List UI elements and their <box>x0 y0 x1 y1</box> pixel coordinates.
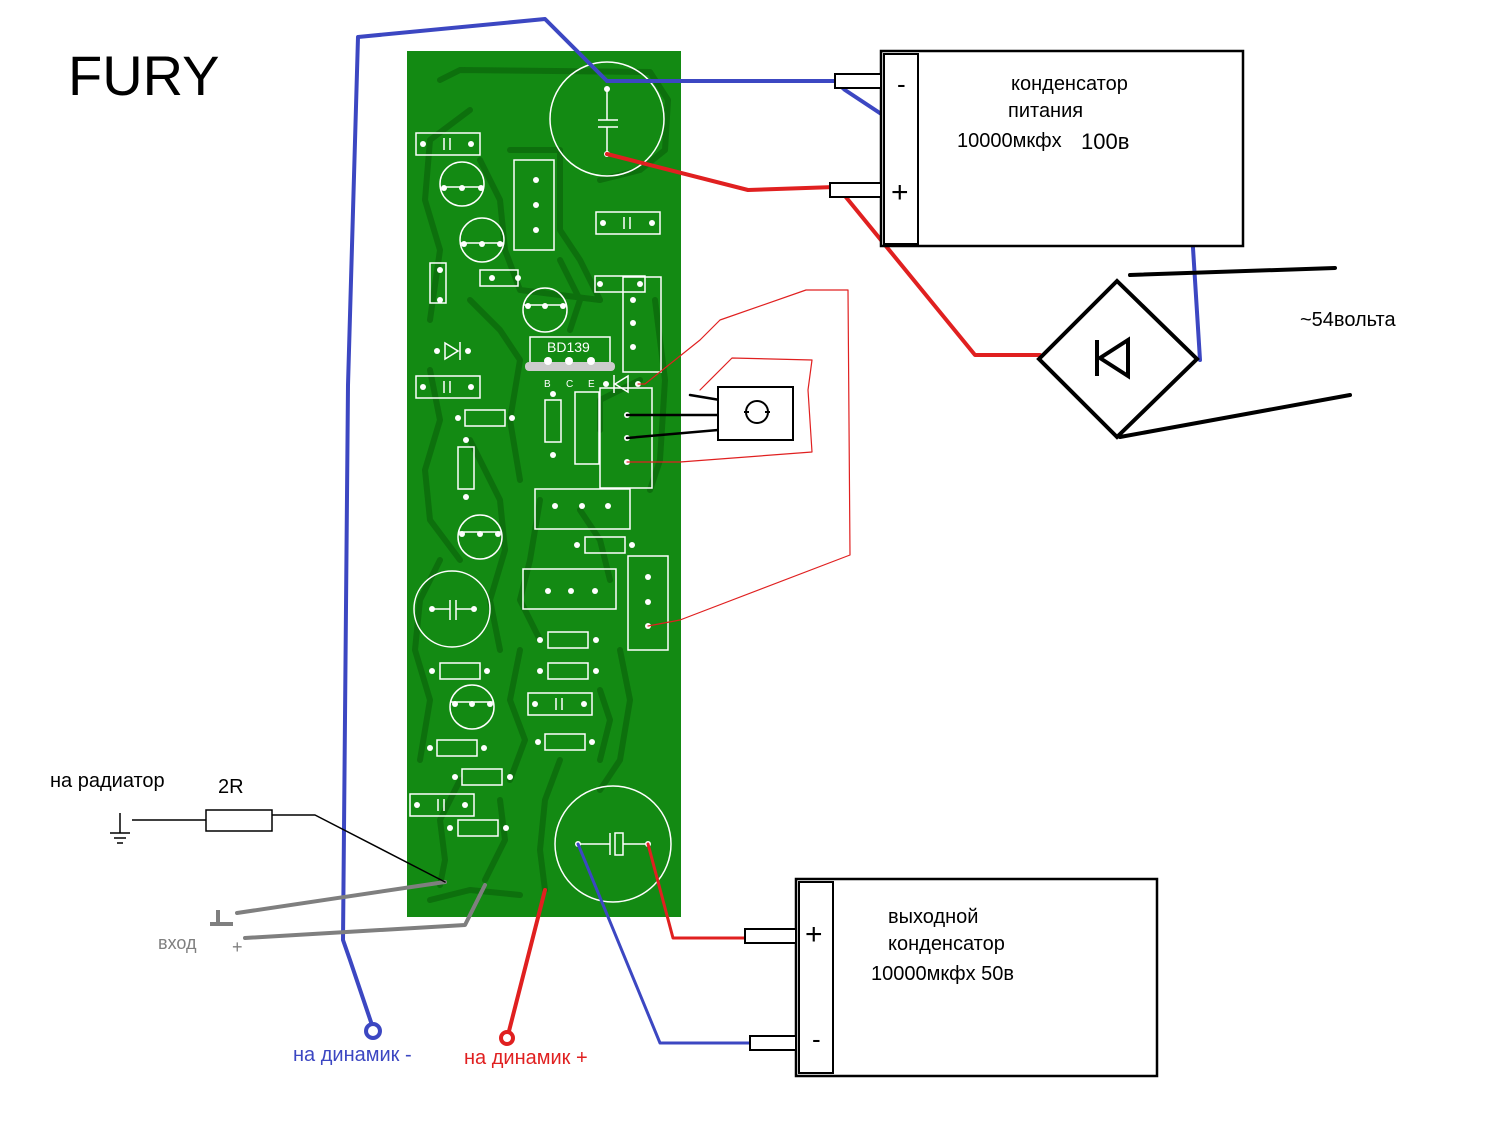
output-capacitor: + - выходной конденсатор 10000мкфх 50в <box>744 877 1159 1078</box>
heatsink-resistor: на радиатор 2R <box>50 770 273 844</box>
pin-c-label: C <box>566 379 573 390</box>
red-speaker-plus-wire <box>506 888 547 1037</box>
input-connector: вход + <box>158 910 243 957</box>
blue-output-minus-wire <box>576 842 752 1045</box>
ac-wire-top <box>1128 266 1337 277</box>
power-cap-line2: питания <box>1008 100 1083 122</box>
red-output-plus-wire <box>646 842 747 940</box>
output-cap-value: 10000мкфх 50в <box>871 963 1014 985</box>
input-plus-label: + <box>232 937 243 957</box>
gray-input-ground-wire <box>235 880 447 915</box>
bd139-transistor: BD139 B C E <box>525 336 615 390</box>
input-label: вход <box>158 933 197 953</box>
ac-input-label: ~54вольта <box>1300 309 1396 331</box>
ac-wire-bottom <box>1118 393 1352 439</box>
output-cap-line1: выходной <box>888 906 978 928</box>
bias-transistor <box>717 386 794 441</box>
blue-ground-wire <box>341 17 609 1030</box>
power-capacitor: - + конденсатор питания 10000мкфх 100в <box>829 49 1245 248</box>
pcb-components <box>409 61 672 903</box>
speaker-plus-terminal <box>499 1030 515 1046</box>
heatsink-label: на радиатор <box>50 770 165 792</box>
resistor-label: 2R <box>218 776 244 798</box>
pin-b-label: B <box>544 379 551 390</box>
output-cap-plus-sign: + <box>805 918 823 951</box>
pcb-pads <box>414 86 655 847</box>
speaker-minus-terminal <box>364 1022 382 1040</box>
speaker-terminals: на динамик - на динамик + <box>293 1022 588 1069</box>
power-cap-plus-sign: + <box>891 176 909 209</box>
bd139-label: BD139 <box>547 339 590 355</box>
output-cap-minus-sign: - <box>812 1024 821 1054</box>
black-heatsink-wire <box>271 814 446 883</box>
thermo-lead-3 <box>688 393 722 402</box>
power-cap-voltage: 100в <box>1081 129 1129 154</box>
diagram-title: FURY <box>68 44 219 107</box>
thin-red-wire-2 <box>626 357 813 463</box>
pin-e-label: E <box>588 379 595 390</box>
thermo-lead-2 <box>625 428 720 440</box>
speaker-minus-label: на динамик - <box>293 1044 412 1066</box>
wires <box>235 17 1352 1045</box>
power-cap-line1: конденсатор <box>1011 73 1128 95</box>
pcb-board: BD139 B C E <box>407 51 681 917</box>
pcb-traces <box>412 67 671 903</box>
diode-bridge <box>1036 278 1200 440</box>
power-cap-minus-sign: - <box>897 69 906 99</box>
output-cap-line2: конденсатор <box>888 933 1005 955</box>
speaker-plus-label: на динамик + <box>464 1047 588 1069</box>
power-cap-value: 10000мкфх <box>957 130 1062 152</box>
gray-input-plus-wire <box>243 883 487 940</box>
thin-red-wire-1 <box>637 289 851 627</box>
